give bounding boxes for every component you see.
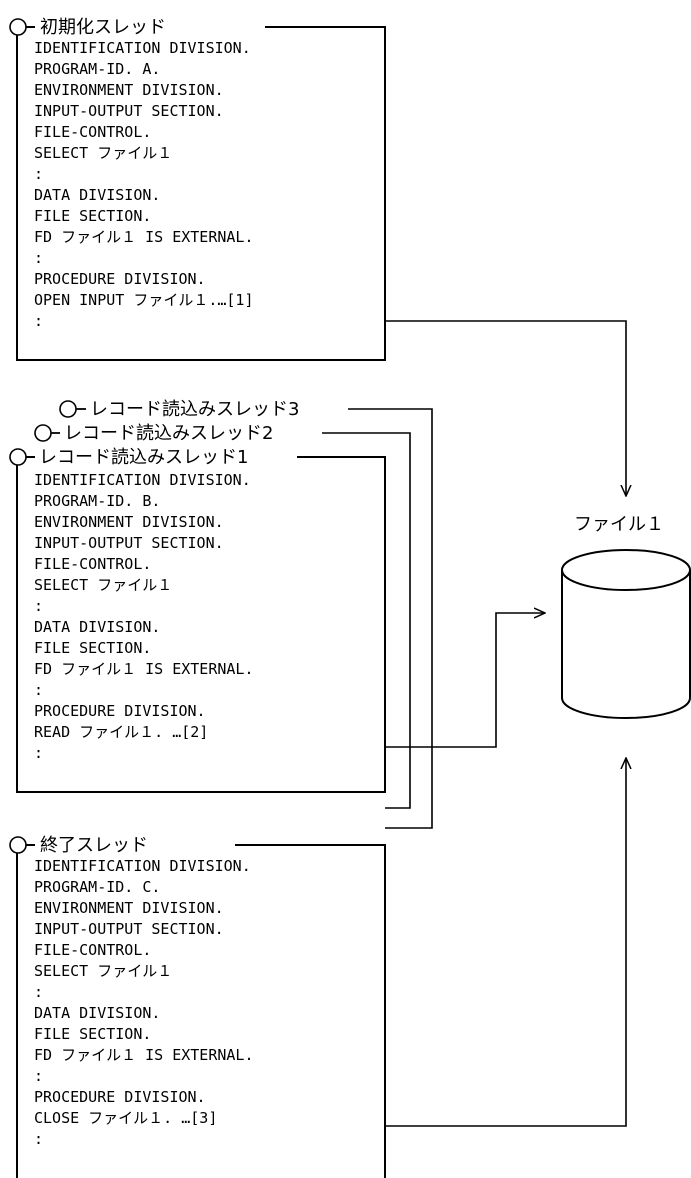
init-code-line: : [34, 249, 43, 267]
file1-label: ファイル１ [574, 514, 664, 535]
init-code-line: SELECT ファイル１ [34, 144, 172, 162]
read-code-line: FD ファイル１ IS EXTERNAL. [34, 660, 254, 678]
close-connector-arrow [385, 758, 626, 1127]
end-code-line: : [34, 1130, 43, 1148]
init-thread-title: 初期化スレッド [40, 17, 166, 38]
read-thread3-title: レコード読込みスレッド3 [90, 399, 299, 420]
init-code-line: FILE-CONTROL. [34, 123, 151, 141]
read-code-line-read: READ ファイル１. …[2] [34, 723, 208, 741]
end-thread-box [16, 844, 386, 1178]
read-code-line: : [34, 597, 43, 615]
init-code-line: INPUT-OUTPUT SECTION. [34, 102, 224, 120]
end-code-line: INPUT-OUTPUT SECTION. [34, 920, 224, 938]
end-code-line: : [34, 1067, 43, 1085]
read-thread2-title: レコード読込みスレッド2 [64, 423, 273, 444]
read-code-line: SELECT ファイル１ [34, 576, 172, 594]
file1-storage: ファイル１ [561, 514, 691, 719]
end-code-line: PROGRAM-ID. C. [34, 878, 160, 896]
init-code-line: DATA DIVISION. [34, 186, 160, 204]
read-code-line: : [34, 681, 43, 699]
end-code-line: FILE-CONTROL. [34, 941, 151, 959]
init-thread-box [16, 26, 386, 361]
read-code-line: DATA DIVISION. [34, 618, 160, 636]
read-thread-code: IDENTIFICATION DIVISION. PROGRAM-ID. B. … [34, 471, 254, 762]
end-code-line: PROCEDURE DIVISION. [34, 1088, 206, 1106]
init-code-line: IDENTIFICATION DIVISION. [34, 39, 251, 57]
end-thread-title: 終了スレッド [40, 835, 148, 856]
end-code-line: ENVIRONMENT DIVISION. [34, 899, 224, 917]
init-code-line: PROGRAM-ID. A. [34, 60, 160, 78]
end-code-line: IDENTIFICATION DIVISION. [34, 857, 251, 875]
end-code-line: SELECT ファイル１ [34, 962, 172, 980]
open-connector-arrow [385, 320, 626, 496]
read-thread3-start-icon [59, 400, 77, 418]
end-code-line: : [34, 983, 43, 1001]
read-thread1-start-icon [9, 448, 27, 466]
init-thread-code: IDENTIFICATION DIVISION. PROGRAM-ID. A. … [34, 39, 254, 330]
init-code-line: PROCEDURE DIVISION. [34, 270, 206, 288]
file1-cylinder-body [561, 570, 691, 719]
init-code-line: ENVIRONMENT DIVISION. [34, 81, 224, 99]
read-thread1-title: レコード読込みスレッド1 [39, 447, 248, 468]
read-thread2-start-icon [34, 424, 52, 442]
end-code-line: FILE SECTION. [34, 1025, 151, 1043]
init-code-line: : [34, 312, 43, 330]
read-code-line: PROGRAM-ID. B. [34, 492, 160, 510]
end-code-line-close: CLOSE ファイル１. …[3] [34, 1109, 217, 1127]
end-thread-code: IDENTIFICATION DIVISION. PROGRAM-ID. C. … [34, 857, 254, 1148]
read-code-line: : [34, 744, 43, 762]
file1-cylinder-top [561, 549, 691, 591]
read-code-line: ENVIRONMENT DIVISION. [34, 513, 224, 531]
end-code-line: DATA DIVISION. [34, 1004, 160, 1022]
init-code-line: FD ファイル１ IS EXTERNAL. [34, 228, 254, 246]
read-threads: レコード読込みスレッド3 レコード読込みスレッド2 レコード読込みスレッド1 I… [9, 397, 433, 829]
init-thread: 初期化スレッド IDENTIFICATION DIVISION. PROGRAM… [9, 14, 386, 361]
init-code-line: : [34, 165, 43, 183]
init-thread-start-icon [9, 18, 27, 36]
read-code-line: FILE SECTION. [34, 639, 151, 657]
read-code-line: INPUT-OUTPUT SECTION. [34, 534, 224, 552]
read-thread1-box [16, 456, 386, 793]
read-code-line: IDENTIFICATION DIVISION. [34, 471, 251, 489]
end-code-line: FD ファイル１ IS EXTERNAL. [34, 1046, 254, 1064]
read-code-line: FILE-CONTROL. [34, 555, 151, 573]
read-connector-arrow [385, 613, 545, 748]
end-thread-start-icon [9, 836, 27, 854]
read-code-line: PROCEDURE DIVISION. [34, 702, 206, 720]
init-code-line-open: OPEN INPUT ファイル１.…[1] [34, 291, 254, 309]
end-thread: 終了スレッド IDENTIFICATION DIVISION. PROGRAM-… [9, 833, 386, 1178]
init-code-line: FILE SECTION. [34, 207, 151, 225]
